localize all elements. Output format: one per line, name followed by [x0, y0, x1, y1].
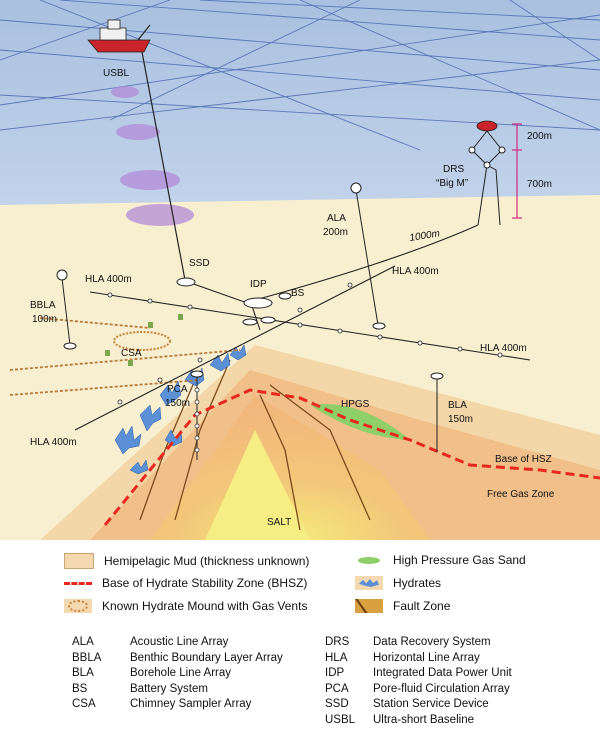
- depth-200-label: 200m: [527, 131, 552, 142]
- fault-swatch: [355, 599, 383, 613]
- hla-top-right-label: HLA 400m: [392, 266, 439, 277]
- legend-item-fault: Fault Zone: [355, 599, 450, 613]
- salt-label: SALT: [267, 517, 291, 528]
- hydrates-swatch: [355, 576, 383, 590]
- usbl-label: USBL: [103, 68, 130, 79]
- legend-label: Base of Hydrate Stability Zone (BHSZ): [102, 576, 308, 590]
- cable-length-label: 1000m: [409, 228, 441, 244]
- perspective-grid: [0, 0, 600, 151]
- legend-label: High Pressure Gas Sand: [393, 553, 526, 567]
- mud-swatch: [64, 553, 94, 569]
- hla-right-label: HLA 400m: [480, 343, 527, 354]
- bhsz-swatch: [64, 581, 92, 585]
- bs-label: BS: [291, 288, 305, 299]
- ssd-unit-icon: [176, 277, 196, 287]
- ship-icon: [87, 19, 151, 53]
- bla-length-label: 150m: [448, 414, 473, 425]
- pca-array: [190, 370, 204, 460]
- hla-bottom-left-label: HLA 400m: [30, 437, 77, 448]
- legend-label: Hydrates: [393, 576, 442, 590]
- legend-label: Fault Zone: [393, 599, 451, 613]
- depth-700-label: 700m: [527, 179, 552, 190]
- gas-vents: [105, 314, 183, 366]
- usbl-cable: [141, 51, 186, 281]
- gas-sand-swatch: [355, 553, 383, 567]
- strata-lines: [9, 317, 241, 396]
- bla-label: BLA: [448, 400, 467, 411]
- free-gas-label: Free Gas Zone: [487, 489, 555, 500]
- legend-item-bhsz: Base of Hydrate Stability Zone (BHSZ): [64, 576, 307, 590]
- hla-top-left-label: HLA 400m: [85, 274, 132, 285]
- bbla-label: BBLA: [30, 300, 56, 311]
- legend-item-gas-sand: High Pressure Gas Sand: [355, 553, 526, 567]
- hydrophone-nodes: [107, 282, 503, 405]
- hla-cables: [74, 224, 531, 431]
- base-hsz-label: Base of HSZ: [495, 454, 552, 465]
- ssd-label: SSD: [189, 258, 210, 269]
- legend-item-hydrates: Hydrates: [355, 576, 441, 590]
- hpgs-label: HPGS: [341, 399, 370, 410]
- legend-item-mud: Hemipelagic Mud (thickness unknown): [64, 553, 309, 569]
- pca-label: PCA: [167, 384, 188, 395]
- idp-unit-icon: [242, 292, 292, 326]
- seafloor-observatory-diagram: USBL SSD IDP BS ALA 200m HLA 400m HLA 40…: [0, 0, 600, 540]
- bbla-length-label: 100m: [32, 314, 57, 325]
- ala-label: ALA: [327, 213, 346, 224]
- mound-swatch: [64, 599, 92, 613]
- legend: Hemipelagic Mud (thickness unknown) Base…: [0, 540, 600, 740]
- legend-label: Hemipelagic Mud (thickness unknown): [104, 554, 310, 568]
- legend-label: Known Hydrate Mound with Gas Vents: [102, 599, 308, 613]
- hydrate-deposits: [114, 344, 247, 475]
- ala-array: [350, 182, 386, 330]
- cross-section: [40, 345, 600, 540]
- csa-label: CSA: [121, 348, 142, 359]
- pca-length-label: 150m: [165, 398, 190, 409]
- bbla-array: [56, 269, 77, 350]
- hydrate-mound: [113, 331, 171, 351]
- idp-label: IDP: [250, 279, 267, 290]
- base-hsz-line: [103, 388, 600, 526]
- ala-length-label: 200m: [323, 227, 348, 238]
- bla-array: [430, 372, 444, 452]
- depth-marker: [512, 123, 522, 219]
- legend-item-mound: Known Hydrate Mound with Gas Vents: [64, 599, 307, 613]
- drs-label: DRS: [443, 164, 464, 175]
- drs-name-label: “Big M”: [436, 178, 468, 189]
- fault-lines: [139, 359, 371, 531]
- drs-buoy-icon: [468, 120, 506, 226]
